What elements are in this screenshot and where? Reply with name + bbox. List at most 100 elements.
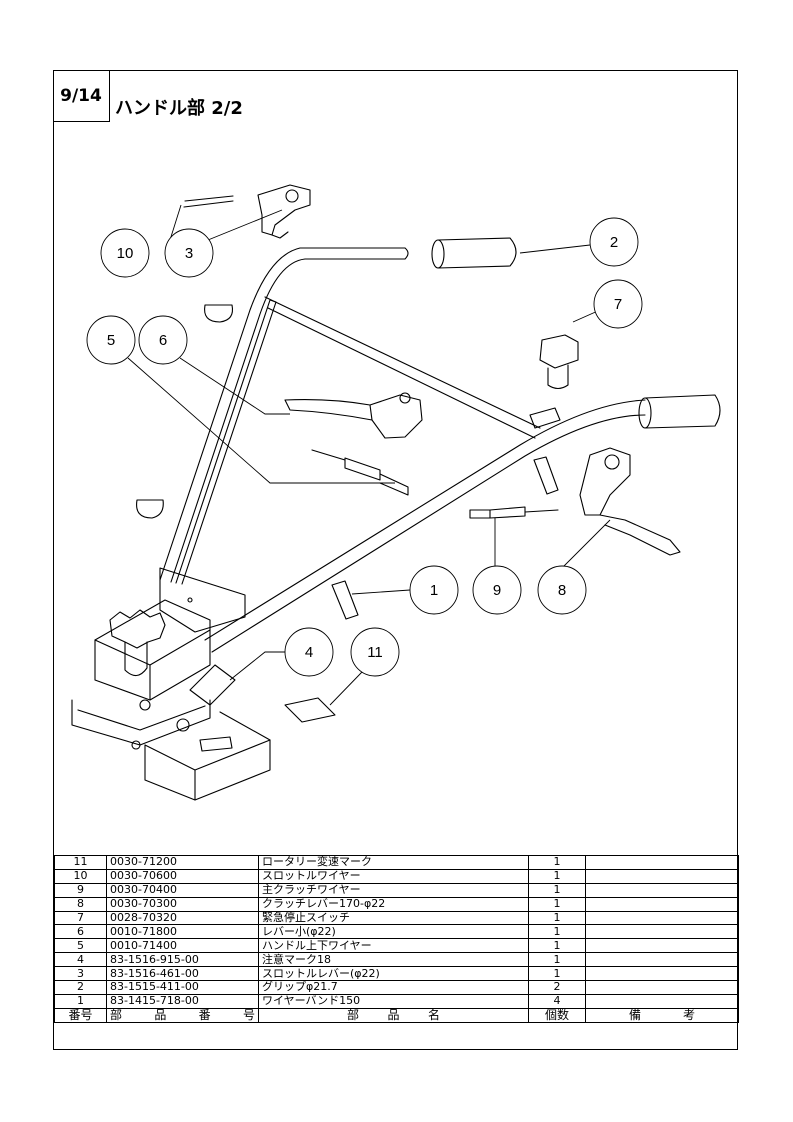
callout-label-4: 4: [305, 644, 313, 661]
row-part-no: 0030-70400: [106, 882, 259, 898]
row-remarks: [585, 952, 739, 968]
row-remarks: [585, 924, 739, 940]
callout-circle-1: [409, 565, 459, 615]
handle-updown-wire: [311, 449, 409, 496]
row-qty: 4: [528, 993, 586, 1009]
callout-label-10: 10: [117, 245, 134, 262]
header-part-name: 部品名: [258, 1007, 529, 1023]
emergency-stop-switch: [529, 334, 579, 429]
row-remarks: [585, 966, 739, 982]
header-part-no-char: 部: [110, 1008, 123, 1023]
callout-circle-8: [537, 565, 587, 615]
row-qty: 2: [528, 980, 586, 995]
drawing-frame: [53, 70, 738, 1050]
wire-band: [204, 304, 234, 323]
row-remarks: [585, 910, 739, 926]
header-part-name-char: 品: [387, 1008, 400, 1023]
callout-label-11: 11: [367, 644, 383, 661]
row-part-no: 0010-71800: [106, 924, 259, 940]
row-part-no: 0030-71200: [106, 855, 259, 870]
row-part-no: 0030-70300: [106, 896, 259, 912]
callout-circle-5: [86, 315, 136, 365]
row-remarks: [585, 855, 739, 870]
header-part-name-char: 部: [347, 1008, 360, 1023]
header-remarks: 備考: [585, 1007, 739, 1023]
row-no: 4: [54, 952, 107, 968]
row-part-name: クラッチレバー170-φ22: [258, 896, 529, 912]
callout-label-1: 1: [430, 582, 438, 599]
row-no: 1: [54, 993, 107, 1009]
row-part-name: 注意マーク18: [258, 952, 529, 968]
wire-band-1: [331, 580, 359, 620]
row-part-name: スロットルワイヤー: [258, 868, 529, 884]
header-qty: 個数: [528, 1007, 586, 1023]
row-qty: 1: [528, 896, 586, 912]
row-remarks: [585, 980, 739, 995]
wire-band: [136, 499, 164, 519]
row-part-no: 83-1516-915-00: [106, 952, 259, 968]
header-part-no-char: 品: [154, 1008, 167, 1023]
caution-mark: [189, 664, 236, 706]
table-header-row: 番号 部品番号 部品名 個数 備考: [54, 1007, 739, 1023]
row-part-name: ロータリー変速マーク: [258, 855, 529, 870]
callout-circle-10: [100, 228, 150, 278]
header-part-no-char: 番: [198, 1008, 211, 1023]
header-part-no: 部品番号: [106, 1007, 259, 1023]
small-lever: [284, 392, 423, 439]
row-part-no: 0030-70600: [106, 868, 259, 884]
row-part-name: 緊急停止スイッチ: [258, 910, 529, 926]
row-no: 5: [54, 938, 107, 954]
row-no: 7: [54, 910, 107, 926]
row-no: 3: [54, 966, 107, 982]
callout-label-9: 9: [493, 582, 501, 599]
callout-circle-3: [164, 228, 214, 278]
row-part-name: グリップφ21.7: [258, 980, 529, 995]
row-part-name: レバー小(φ22): [258, 924, 529, 940]
row-no: 6: [54, 924, 107, 940]
row-qty: 1: [528, 938, 586, 954]
row-qty: 1: [528, 882, 586, 898]
row-part-name: ハンドル上下ワイヤー: [258, 938, 529, 954]
callout-circle-9: [472, 565, 522, 615]
throttle-wire: [183, 195, 234, 208]
callout-label-6: 6: [159, 332, 167, 349]
row-qty: 1: [528, 855, 586, 870]
exploded-view-drawing: 10 3 2 7 5 6 1 9 8 4 11: [71, 184, 721, 801]
throttle-lever: [257, 184, 311, 239]
row-no: 11: [54, 855, 107, 870]
row-qty: 1: [528, 952, 586, 968]
row-remarks: [585, 938, 739, 954]
callout-label-3: 3: [185, 245, 193, 262]
row-part-no: 83-1515-411-00: [106, 980, 259, 995]
callout-circle-7: [593, 279, 643, 329]
callout-label-2: 2: [610, 234, 618, 251]
header-no: 番号: [54, 1007, 107, 1023]
row-part-no: 83-1415-718-00: [106, 993, 259, 1009]
callout-circle-6: [138, 315, 188, 365]
row-qty: 1: [528, 966, 586, 982]
rotary-shift-mark: [284, 697, 336, 723]
row-no: 10: [54, 868, 107, 884]
page-number: 9/14: [53, 70, 110, 122]
row-remarks: [585, 882, 739, 898]
page-title: ハンドル部 2/2: [115, 98, 243, 119]
row-remarks: [585, 993, 739, 1009]
grip-top: [431, 237, 517, 269]
callout-circle-11: [350, 627, 400, 677]
header-part-name-char: 名: [427, 1008, 440, 1023]
row-qty: 1: [528, 910, 586, 926]
row-part-no: 0010-71400: [106, 938, 259, 954]
row-no: 8: [54, 896, 107, 912]
handle-base: [71, 567, 271, 801]
row-part-no: 0028-70320: [106, 910, 259, 926]
clutch-lever: [579, 447, 681, 556]
